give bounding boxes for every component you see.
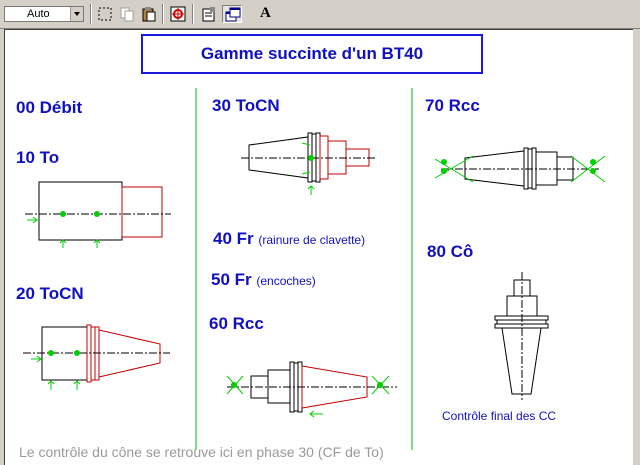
part-sketch-op60 bbox=[226, 361, 397, 418]
part-sketch-op30 bbox=[241, 132, 375, 195]
properties-button[interactable] bbox=[199, 5, 219, 23]
toolbar-separator bbox=[192, 4, 194, 24]
drawing-graphics bbox=[23, 88, 606, 450]
paste-icon bbox=[142, 7, 156, 22]
chevron-down-icon[interactable] bbox=[70, 7, 83, 21]
fit-page-button[interactable] bbox=[168, 5, 188, 23]
final-check-caption: Contrôle final des CC bbox=[442, 409, 557, 423]
target-icon bbox=[170, 6, 186, 22]
windows-icon bbox=[225, 7, 241, 22]
zoom-select-value: Auto bbox=[27, 8, 50, 20]
font-icon: A bbox=[260, 5, 271, 21]
part-sketch-op20 bbox=[23, 324, 170, 390]
op-40-note: (rainure de clavette) bbox=[258, 233, 366, 247]
op-60-label: 60 Rcc bbox=[209, 314, 264, 333]
copy-icon bbox=[120, 7, 134, 22]
op-50-note: (encoches) bbox=[256, 274, 316, 288]
zoom-select[interactable]: Auto bbox=[4, 6, 84, 22]
op-70-label: 70 Rcc bbox=[425, 96, 480, 115]
properties-icon bbox=[202, 7, 215, 22]
op-10-label: 10 To bbox=[16, 148, 60, 167]
copy-button[interactable] bbox=[117, 5, 137, 23]
op-40-label: 40 Fr bbox=[213, 229, 254, 248]
part-sketch-op80 bbox=[494, 272, 549, 400]
select-tool-button[interactable] bbox=[95, 5, 115, 23]
footer-note: Le contrôle du cône se retrouve ici en p… bbox=[19, 444, 384, 460]
op-30-label: 30 ToCN bbox=[212, 96, 280, 115]
toolbar-separator bbox=[90, 4, 92, 24]
op-50-label: 50 Fr bbox=[211, 270, 252, 289]
paste-button[interactable] bbox=[139, 5, 159, 23]
op-80-label: 80 Cô bbox=[427, 242, 474, 261]
op-40-line: 40 Fr (rainure de clavette) bbox=[213, 229, 365, 249]
window-view-button[interactable] bbox=[222, 5, 242, 23]
drawing-canvas[interactable]: Gamme succinte d'un BT40 00 Débit 10 To … bbox=[4, 29, 633, 465]
toolbar: Auto A bbox=[0, 0, 640, 29]
toolbar-separator bbox=[162, 4, 164, 24]
part-sketch-op70 bbox=[434, 147, 606, 190]
selection-icon bbox=[98, 7, 112, 21]
op-00-label: 00 Débit bbox=[16, 98, 83, 117]
part-sketch-op10 bbox=[25, 181, 171, 248]
font-button[interactable]: A bbox=[256, 5, 276, 23]
right-edge-scroll[interactable] bbox=[636, 29, 640, 464]
op-20-label: 20 ToCN bbox=[16, 284, 84, 303]
op-50-line: 50 Fr (encoches) bbox=[211, 270, 316, 290]
sheet-title: Gamme succinte d'un BT40 bbox=[141, 34, 483, 74]
